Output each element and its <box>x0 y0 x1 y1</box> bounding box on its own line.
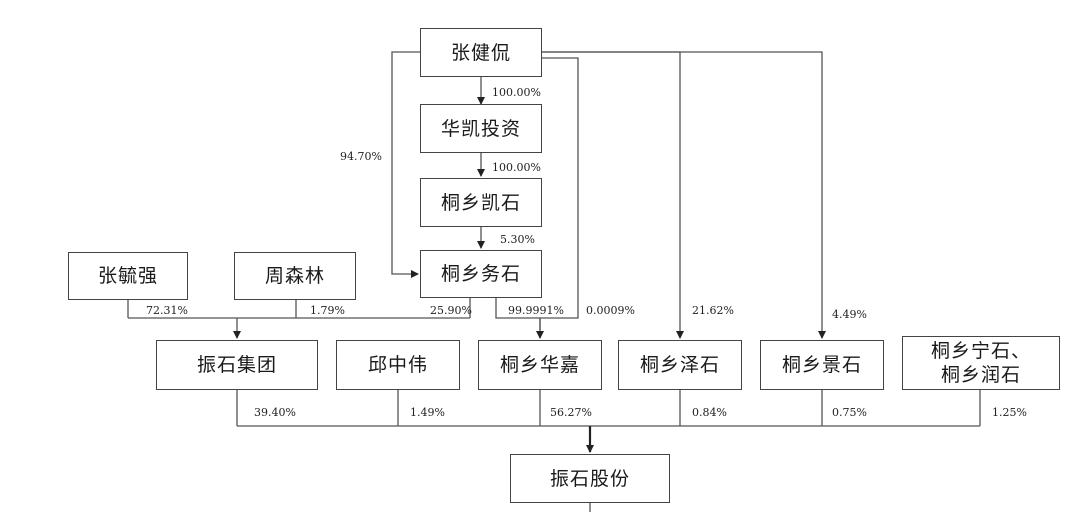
line-zjk-jingshi <box>542 51 826 339</box>
entity-zhenshi-gufen: 振石股份 <box>510 454 670 503</box>
entity-zhang-jiankan: 张健侃 <box>420 28 542 77</box>
pct-zeshi-gufen: 0.84% <box>692 406 727 419</box>
pct-jingshi-gufen: 0.75% <box>832 406 867 419</box>
pct-ningshi-gufen: 1.25% <box>992 406 1027 419</box>
line-zjk-huajia <box>539 57 579 330</box>
entity-tongxiang-huajia: 桐乡华嘉 <box>478 340 602 390</box>
entity-tongxiang-zeshi: 桐乡泽石 <box>618 340 742 390</box>
pct-qiu-gufen: 1.49% <box>410 406 445 419</box>
line-zjk-wushi <box>391 51 420 278</box>
entity-zhou-senlin: 周森林 <box>234 252 356 300</box>
line-wushi-huajia <box>495 298 544 339</box>
entity-ningshi-line1: 桐乡宁石、 <box>930 340 1031 362</box>
pct-zjk-jingshi: 4.49% <box>832 308 867 321</box>
pct-wushi-huajia: 99.9991% <box>508 304 564 317</box>
pct-zjk-huakai: 100.00% <box>492 86 541 99</box>
pct-zjk-wushi: 94.70% <box>340 150 382 163</box>
entity-tongxiang-kaishi: 桐乡凯石 <box>420 178 542 227</box>
pct-wushi-jituan: 25.90% <box>430 304 472 317</box>
entity-ningshi-line2: 桐乡润石 <box>940 364 1021 386</box>
entity-zhenshi-jituan: 振石集团 <box>156 340 318 390</box>
pct-zjk-zeshi: 21.62% <box>692 304 734 317</box>
entity-tongxiang-wushi: 桐乡务石 <box>420 250 542 298</box>
pct-zjk-huajia: 0.0009% <box>586 304 635 317</box>
pct-kaishi-wushi: 5.30% <box>500 233 535 246</box>
entity-huakai-touzi: 华凯投资 <box>420 104 542 153</box>
line-zjk-zeshi <box>542 51 684 339</box>
pct-zyq-jituan: 72.31% <box>146 304 188 317</box>
entity-tongxiang-ningshi-runshi: 桐乡宁石、 桐乡润石 <box>902 336 1060 390</box>
pct-huajia-gufen: 56.27% <box>550 406 592 419</box>
pct-huakai-kaishi: 100.00% <box>492 161 541 174</box>
pct-zsl-jituan: 1.79% <box>310 304 345 317</box>
entity-zhang-yuqiang: 张毓强 <box>68 252 188 300</box>
entity-qiu-zhongwei: 邱中伟 <box>336 340 460 390</box>
entity-tongxiang-jingshi: 桐乡景石 <box>760 340 884 390</box>
pct-jituan-gufen: 39.40% <box>254 406 296 419</box>
